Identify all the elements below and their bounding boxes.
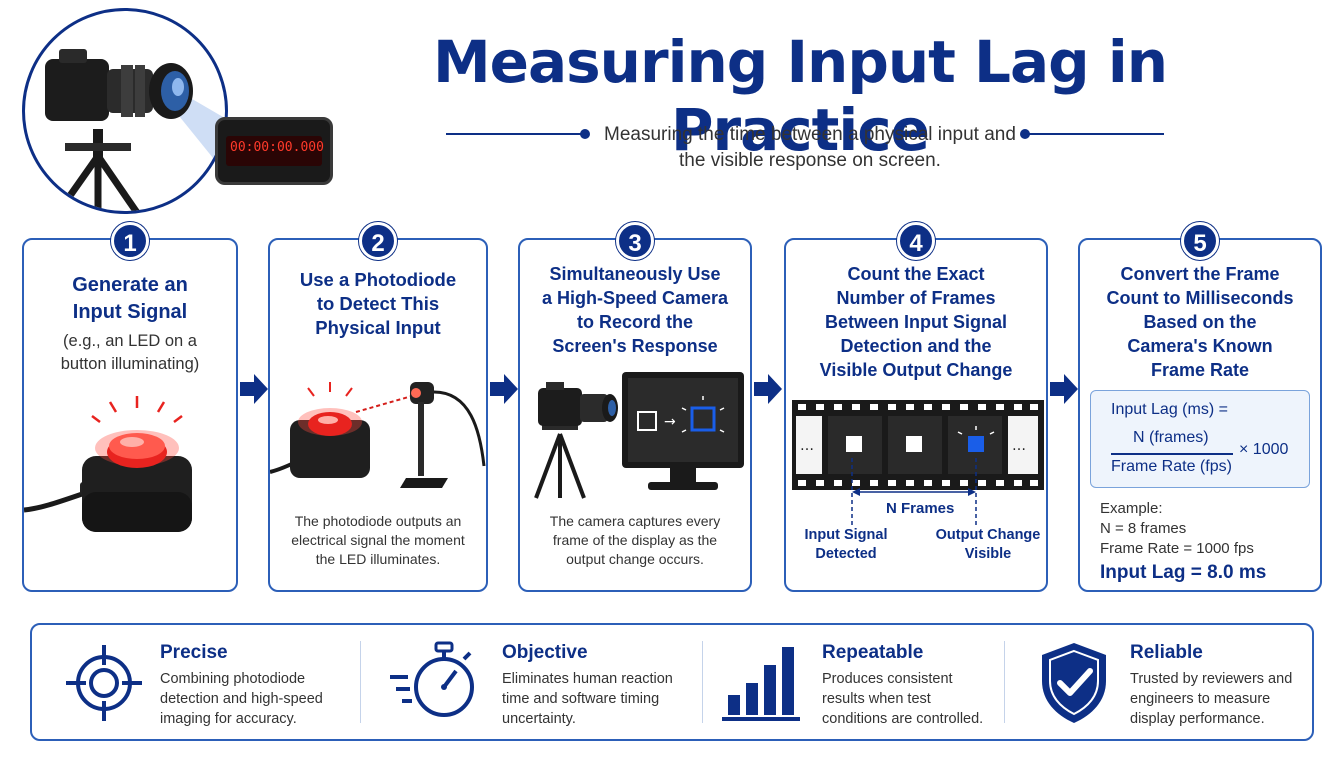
step-1-badge: 1: [111, 222, 149, 260]
feature-repeatable-desc: Produces consistent results when test co…: [822, 671, 984, 727]
subtitle-right-dot: [1020, 129, 1030, 139]
step-4-badge: 4: [897, 222, 935, 260]
hero-illustration: [22, 8, 228, 214]
svg-text:→: →: [664, 414, 676, 430]
step-3-card: 3 Simultaneously Use a High-Speed Camera…: [518, 222, 752, 592]
arrow-right-icon: [240, 374, 268, 404]
svg-text:…: …: [800, 438, 814, 454]
step-1-title: Generate an Input Signal: [72, 274, 188, 323]
step-1-note: (e.g., an LED on a button illuminating): [60, 332, 200, 373]
timer-text: 00:00:00.000: [230, 140, 324, 155]
step-3-description: The camera captures every frame of the d…: [549, 513, 721, 567]
step-2-badge: 2: [359, 222, 397, 260]
step-2-description: The photodiode outputs an electrical sig…: [291, 513, 465, 567]
arrow-right-icon: [1050, 374, 1078, 404]
step-2-title: Use a Photodiode to Detect This Physical…: [299, 269, 457, 338]
example-n: N = 8 frames: [1100, 520, 1187, 537]
step-2-card: 2 Use a Photodiode to Detect This Physic…: [268, 222, 488, 592]
features-panel: Precise Combining photodiode detection a…: [30, 623, 1314, 741]
step-5-badge: 5: [1181, 222, 1219, 260]
frames-count-label: N Frames: [882, 500, 959, 517]
bar-chart-icon: [722, 647, 800, 721]
feature-reliable-title: Reliable: [1130, 642, 1203, 663]
example-rate: Frame Rate = 1000 fps: [1100, 540, 1254, 557]
step-4-title: Count the Exact Number of Frames Between…: [819, 264, 1013, 380]
step-5-card: 5 Convert the Frame Count to Millisecond…: [1078, 222, 1322, 592]
divider: [360, 641, 361, 723]
subtitle-left-dot: [580, 129, 590, 139]
step-4-card: 4 Count the Exact Number of Frames Betwe…: [784, 222, 1048, 592]
feature-objective-title: Objective: [502, 642, 588, 663]
film-strip-icon: … …: [792, 400, 1044, 528]
divider: [702, 641, 703, 723]
formula-numerator: N (frames): [1133, 429, 1209, 446]
feature-repeatable: Repeatable Produces consistent results w…: [714, 625, 1014, 739]
subtitle-right-rule: [1026, 133, 1164, 135]
arrow-right-icon: [754, 374, 782, 404]
feature-reliable: Reliable Trusted by reviewers and engine…: [1016, 625, 1312, 739]
output-change-label: Output Change Visible: [935, 527, 1041, 562]
timer-display: 00:00:00.000: [215, 117, 333, 185]
step-3-badge: 3: [616, 222, 654, 260]
example-heading: Example:: [1100, 500, 1163, 517]
step-5-title: Convert the Frame Count to Milliseconds …: [1106, 264, 1294, 380]
feature-reliable-desc: Trusted by reviewers and engineers to me…: [1130, 671, 1293, 727]
subtitle: Measuring the time between a physical in…: [604, 124, 1016, 171]
page-title: Measuring Input Lag in Practice: [432, 28, 1168, 164]
example-result: Input Lag = 8.0 ms: [1100, 562, 1267, 583]
stopwatch-icon: [390, 641, 474, 717]
feature-objective-desc: Eliminates human reaction time and softw…: [502, 671, 673, 727]
step-1-card: 1 Generate an Input Signal (e.g., an LED…: [22, 222, 238, 592]
formula-fraction-bar: [1111, 453, 1233, 455]
feature-repeatable-title: Repeatable: [822, 642, 924, 663]
shield-check-icon: [1042, 643, 1106, 723]
formula-multiplier: × 1000: [1239, 441, 1289, 458]
svg-text:…: …: [1012, 438, 1026, 454]
target-icon: [66, 645, 142, 721]
feature-precise: Precise Combining photodiode detection a…: [32, 625, 352, 739]
photodiode-icon: [270, 382, 486, 488]
input-signal-label: Input Signal Detected: [804, 527, 888, 562]
subtitle-left-rule: [446, 133, 584, 135]
formula-denominator: Frame Rate (fps): [1111, 458, 1232, 475]
camera-tripod-icon: [45, 49, 225, 211]
feature-precise-title: Precise: [160, 642, 228, 663]
formula-box: Input Lag (ms) = N (frames) Frame Rate (…: [1090, 390, 1310, 488]
feature-objective: Objective Eliminates human reaction time…: [372, 625, 692, 739]
step-3-title: Simultaneously Use a High-Speed Camera t…: [541, 264, 729, 356]
led-button-icon: [24, 396, 192, 532]
formula-label: Input Lag (ms) =: [1111, 401, 1228, 418]
arrow-right-icon: [490, 374, 518, 404]
divider: [1004, 641, 1005, 723]
camera-monitor-icon: →: [534, 372, 744, 499]
feature-precise-desc: Combining photodiode detection and high-…: [160, 671, 323, 727]
